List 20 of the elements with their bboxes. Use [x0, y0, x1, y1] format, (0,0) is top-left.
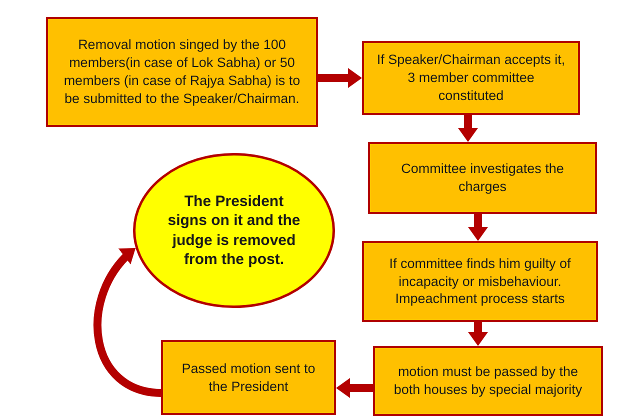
process-box	[362, 41, 580, 115]
process-box	[368, 142, 597, 214]
result-ellipse	[133, 153, 335, 308]
step-text: Committee investigates the charges	[400, 160, 565, 196]
process-box	[373, 346, 603, 416]
process-box	[362, 241, 598, 322]
arrow	[458, 115, 478, 142]
step-text: Passed motion sent to the President	[180, 360, 316, 396]
process-box	[46, 17, 318, 127]
step-text: motion must be passed by the both houses by special majority	[392, 363, 584, 399]
arrow	[468, 322, 488, 346]
arrow	[468, 214, 488, 241]
curved-arrow	[94, 245, 162, 397]
step-text: If committee finds him guilty of incapacity or misbehaviour. Impeachment process starts	[388, 254, 572, 308]
step-text: The President signs on it and the judge is removed from the post.	[166, 192, 302, 270]
step-text: Removal motion singed by the 100 members(in case of Lok Sabha) or 50 members (in case of Rajya Sabha) is to be submitted to the Speaker/Chairman.	[62, 36, 302, 108]
arrow	[336, 378, 373, 398]
process-box	[161, 340, 336, 415]
arrow	[318, 68, 362, 88]
step-text: If Speaker/Chairman accepts it, 3 member committee constituted	[376, 51, 566, 105]
